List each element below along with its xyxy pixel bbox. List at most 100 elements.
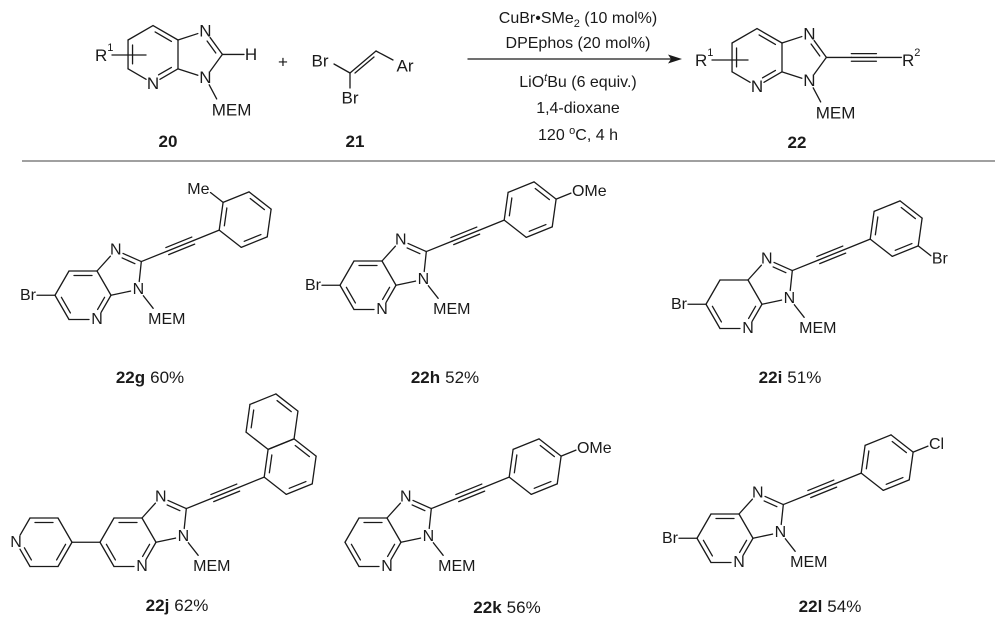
mem-group-label: MEM — [212, 100, 252, 119]
aryl-ring-bond — [512, 438, 540, 451]
aryl-ring-bond — [311, 455, 317, 485]
condition-ligand: DPEphos (20 mol%) — [506, 35, 651, 52]
compound-yield: 62% — [174, 596, 208, 615]
nitrogen-label: N — [110, 242, 122, 259]
core-bond — [407, 242, 427, 253]
nitrogen-label: N — [761, 251, 773, 268]
mem-bond — [142, 295, 154, 309]
r2-label-22: R2 — [902, 47, 920, 70]
core-bond — [96, 255, 112, 272]
core-bond — [381, 260, 397, 286]
mem-group-label: MEM — [799, 320, 836, 337]
aryl-ring-bond — [891, 245, 919, 258]
mem-bond — [208, 84, 218, 100]
temp-unit-time: C, 4 h — [575, 127, 618, 144]
core-bond — [400, 537, 422, 543]
core-bond — [386, 517, 402, 543]
bromine-label: Br — [342, 89, 359, 108]
aryl-ring-bond — [556, 455, 562, 485]
mem-group-label: MEM — [438, 558, 475, 575]
degree-sign: o — [569, 125, 575, 137]
double-bond-inner — [386, 543, 396, 558]
core-bond — [155, 537, 177, 543]
substituent-label: OMe — [577, 440, 612, 457]
alkyne-triple-bond — [165, 236, 193, 249]
core-bond — [763, 71, 783, 83]
nitrogen-label: N — [133, 281, 145, 298]
double-bond-inner — [55, 543, 67, 561]
base-text: LiO — [519, 74, 544, 91]
alkyne-single-bond — [430, 497, 458, 510]
double-bond-inner — [763, 500, 778, 508]
compound-yield: 60% — [150, 368, 184, 387]
aryl-ring-bond — [285, 483, 313, 496]
double-bond-inner — [294, 444, 311, 458]
substituent-bond — [555, 192, 572, 200]
double-bond-inner — [539, 444, 556, 458]
core-bond — [141, 502, 157, 519]
core-bond — [764, 495, 784, 506]
core-bond — [752, 533, 774, 539]
aryl-ring-bond — [530, 483, 558, 496]
mem-bond — [793, 304, 805, 318]
double-bond-inner — [354, 56, 375, 74]
alkyne-triple-bond — [817, 248, 845, 261]
core-bond — [781, 35, 803, 44]
alkyne-single-bond — [140, 250, 168, 263]
alkyne-triple-bond — [168, 243, 196, 256]
aryl-ring-bond — [508, 448, 514, 478]
compound-yield: 52% — [445, 368, 479, 387]
mem-group-label: MEM — [193, 558, 230, 575]
double-bond-inner — [528, 223, 547, 232]
condition-catalyst: CuBr•SMe2 (10 mol%) — [499, 10, 657, 30]
double-bond-inner — [60, 296, 72, 314]
r-superscript: 1 — [107, 42, 113, 54]
compound-yield: 51% — [787, 368, 821, 387]
condition-temperature: 120 oC, 4 h — [538, 125, 618, 144]
aryl-ring-bond — [266, 208, 272, 238]
bromine-label: Br — [20, 287, 37, 304]
alkyne-single-bond — [192, 229, 220, 242]
core-bond — [141, 517, 157, 543]
compound-label-21: 21 — [346, 132, 365, 151]
pyridyl-ring-bond — [19, 517, 31, 536]
hydrogen-label: H — [245, 45, 257, 64]
aryl-ring-bond — [525, 226, 553, 239]
double-bond-inner — [96, 296, 106, 311]
arrow-head-icon — [668, 54, 682, 64]
aryl-ring-bond — [503, 219, 527, 239]
double-bond-inner — [900, 206, 917, 220]
double-bond-inner — [508, 197, 513, 217]
alkyne-triple-bond — [810, 486, 838, 499]
aryl-ring-bond — [507, 181, 535, 194]
bromine-label: Br — [662, 530, 679, 547]
core-bond — [122, 252, 142, 263]
mem-bond — [187, 542, 199, 556]
substituent-bond — [912, 445, 929, 453]
substituent-label: OMe — [572, 183, 607, 200]
aryl-ring-bond — [869, 238, 893, 258]
double-bond-inner — [223, 207, 228, 227]
temp-value: 120 — [538, 127, 569, 144]
r-superscript: 1 — [707, 47, 713, 59]
substituent-bond — [917, 245, 932, 257]
aryl-ring-bond — [240, 236, 268, 249]
bromine-label: Br — [305, 277, 322, 294]
bromine-label: Br — [671, 296, 688, 313]
core-bond — [209, 36, 224, 56]
alkyne-triple-bond — [456, 486, 484, 499]
alkyne-triple-bond — [451, 229, 479, 242]
naphthyl-fused-ring-bond — [249, 393, 277, 406]
bond — [349, 50, 377, 74]
aryl-ring-bond — [860, 472, 884, 492]
core-bond — [789, 269, 793, 292]
core-bond — [761, 299, 783, 305]
core-bond — [705, 279, 721, 305]
aryl-ring-bond — [218, 201, 224, 231]
mem-group-label: MEM — [148, 311, 185, 328]
core-bond — [731, 27, 758, 44]
alkyne-triple-bond — [166, 239, 194, 252]
double-bond-inner — [761, 69, 777, 79]
compound-label-20: 20 — [159, 132, 178, 151]
